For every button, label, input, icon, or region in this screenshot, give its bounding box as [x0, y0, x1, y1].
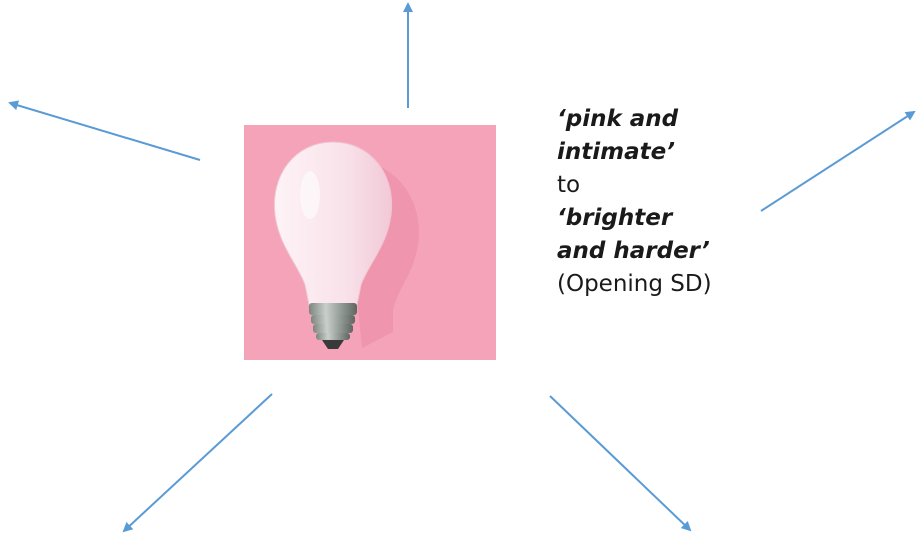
light-bulb-icon [273, 141, 420, 349]
quote-line-5: and harder’ [557, 238, 710, 264]
arrow-upper-left [8, 100, 201, 161]
light-bulb-image [244, 125, 496, 360]
quote-line-1: ‘pink and [557, 106, 679, 132]
arrow-lower-right [549, 395, 692, 532]
arrow-upper-right [760, 110, 916, 212]
source-note: (Opening SD) [557, 271, 712, 297]
quote-line-2: intimate’ [557, 139, 675, 165]
quote-line-3: to [557, 172, 581, 198]
quote-line-4: ‘brighter [557, 205, 673, 231]
arrow-lower-left [122, 393, 273, 533]
quote-caption: ‘pink and intimate’ to ‘brighter and har… [557, 103, 712, 301]
